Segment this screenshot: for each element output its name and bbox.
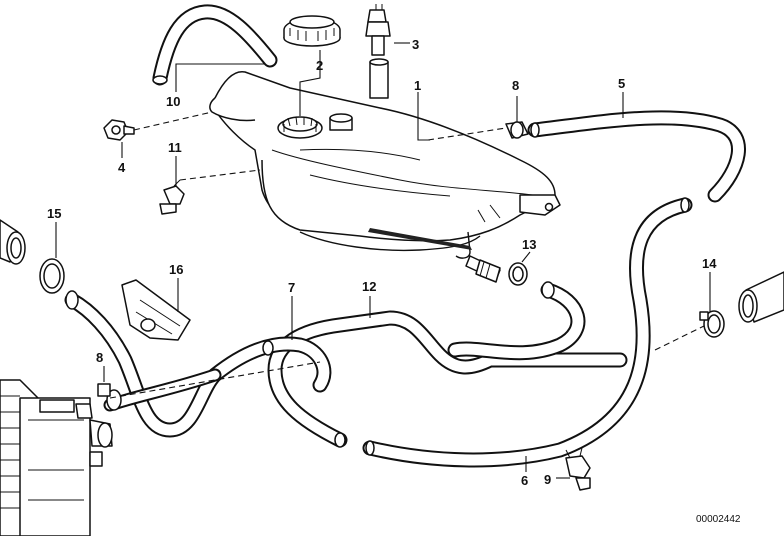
expansion-tank: [209, 70, 561, 281]
callout-11: 11: [168, 140, 182, 155]
bolt-4: [103, 119, 135, 141]
callout-8-lower: 8: [96, 350, 103, 365]
hose-10: [152, 4, 278, 86]
hose-13: [447, 281, 586, 361]
document-id: 00002442: [696, 514, 741, 525]
callout-4: 4: [118, 160, 126, 175]
hose-6: [362, 197, 693, 468]
callout-14: 14: [702, 256, 717, 271]
callout-8-upper: 8: [512, 78, 519, 93]
pipe-15: [0, 219, 65, 294]
leader-lines: [55, 42, 711, 479]
clip-11: [159, 179, 185, 215]
callout-7: 7: [288, 280, 295, 295]
callouts: 1 2 3 4 5 6 7 8 8 9 10 11 12 13 14 15 16: [47, 37, 717, 488]
hose-5: [527, 110, 746, 203]
bracket-16: [121, 279, 191, 341]
callout-12: 12: [362, 279, 376, 294]
callout-3: 3: [412, 37, 419, 52]
callout-2: 2: [316, 58, 323, 73]
callout-15: 15: [47, 206, 61, 221]
hose-7: [64, 290, 332, 438]
radiator: [0, 379, 113, 536]
callout-16: 16: [169, 262, 183, 277]
callout-5: 5: [618, 76, 625, 91]
callout-13: 13: [522, 237, 536, 252]
hose-12: [267, 310, 628, 448]
callout-6: 6: [521, 473, 528, 488]
hose-clamp-8-upper: [505, 121, 529, 139]
level-sensor: [365, 4, 391, 99]
callout-1: 1: [414, 78, 421, 93]
hose-clamp-8-lower: [97, 383, 122, 411]
callout-9: 9: [544, 472, 551, 487]
callout-10: 10: [166, 94, 180, 109]
hose-clamp-13: [475, 259, 528, 286]
pipe-14: [699, 271, 784, 338]
filler-cap: [283, 15, 341, 47]
clip-9: [565, 447, 591, 491]
